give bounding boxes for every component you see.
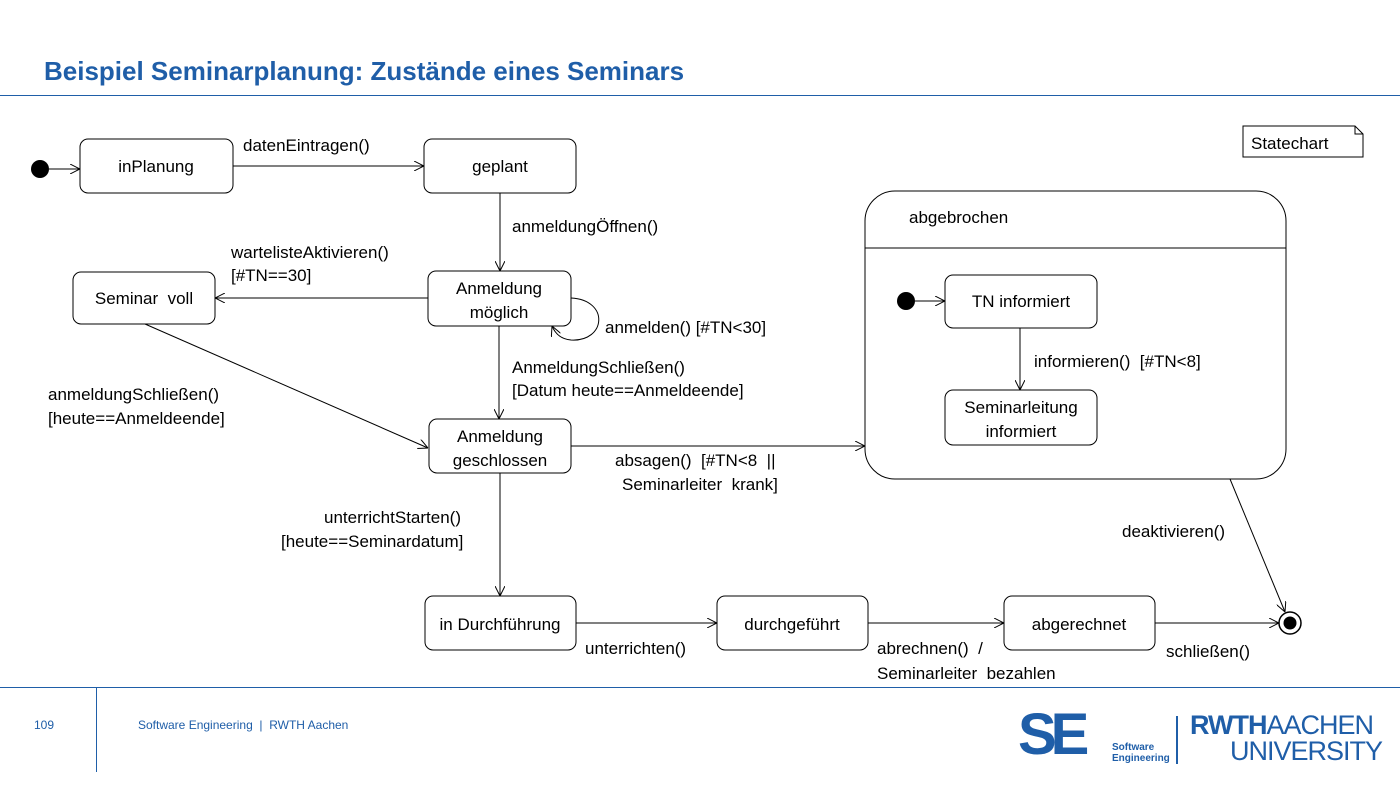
state-anmeldung-geschlossen-label-2: geschlossen	[453, 451, 548, 470]
state-abgebrochen-label: abgebrochen	[909, 208, 1008, 227]
state-anmeldung-moeglich-label-2: möglich	[470, 303, 529, 322]
transition-unterrichten-label: unterrichten()	[585, 639, 686, 658]
transition-anmeldung-oeffnen-label: anmeldungÖffnen()	[512, 217, 658, 236]
se-logo-sub-1: Software	[1112, 742, 1155, 753]
transition-deaktivieren-label: deaktivieren()	[1122, 522, 1225, 541]
state-geplant-label: geplant	[472, 157, 528, 176]
transition-anmeldung-schliessen-lower	[144, 323, 428, 448]
transition-anmelden-loop	[552, 297, 600, 341]
state-tn-informiert-label: TN informiert	[972, 292, 1071, 311]
footer-text: Software Engineering | RWTH Aachen	[138, 718, 349, 732]
state-tn-informiert	[944, 274, 1098, 329]
rwth-logo-rwth: RWTH	[1190, 710, 1267, 740]
statechart-note-label: Statechart	[1251, 134, 1329, 153]
state-anmeldung-geschlossen-label-1: Anmeldung	[457, 427, 543, 446]
transition-unterricht-starten-label-1: unterrichtStarten()	[324, 508, 461, 527]
statechart-diagram: Statechart inPlanung geplant datenEintra…	[31, 125, 1364, 683]
transition-abrechnen-label-2: Seminarleiter bezahlen	[877, 664, 1056, 683]
transition-deaktivieren	[1229, 478, 1285, 612]
transition-anmeldung-schliessen-lower-label-1: anmeldungSchließen()	[48, 385, 219, 404]
transition-absagen-label-2: Seminarleiter krank]	[622, 475, 778, 494]
footer-separator	[96, 688, 97, 772]
transition-anmelden-label: anmelden() [#TN<30]	[605, 318, 766, 337]
page-number: 109	[34, 718, 55, 732]
inner-initial-state-icon	[897, 292, 915, 310]
rwth-logo-university: UNIVERSITY	[1230, 736, 1383, 766]
page-title: Beispiel Seminarplanung: Zustände eines …	[44, 56, 685, 86]
transition-anmeldung-schliessen-upper-label-1: AnmeldungSchließen()	[512, 358, 685, 377]
state-abgerechnet-label: abgerechnet	[1032, 615, 1127, 634]
state-seminarleitung-label-2: informiert	[986, 422, 1057, 441]
se-logo-subtitle: Software Engineering	[1112, 742, 1170, 764]
se-logo-letters: SE	[1018, 702, 1089, 767]
state-seminar-voll-label: Seminar voll	[95, 289, 193, 308]
transition-informieren-label: informieren() [#TN<8]	[1034, 352, 1201, 371]
transition-schliessen-label: schließen()	[1166, 642, 1250, 661]
final-state-inner-icon	[1283, 616, 1297, 630]
state-in-durchfuehrung-label: in Durchführung	[440, 615, 561, 634]
transition-daten-eintragen-label: datenEintragen()	[243, 136, 370, 155]
transition-warteliste-label-2: [#TN==30]	[231, 266, 311, 285]
state-seminarleitung-informiert	[944, 389, 1098, 446]
statechart-note: Statechart	[1242, 125, 1364, 158]
state-seminarleitung-label-1: Seminarleitung	[964, 398, 1077, 417]
state-durchgefuehrt-label: durchgeführt	[744, 615, 840, 634]
transition-unterricht-starten-label-2: [heute==Seminardatum]	[281, 532, 463, 551]
transition-warteliste-label-1: wartelisteAktivieren()	[230, 243, 389, 262]
initial-state-icon	[31, 160, 49, 178]
title-divider	[0, 95, 1400, 96]
state-anmeldung-moeglich-label-1: Anmeldung	[456, 279, 542, 298]
footer-divider	[0, 687, 1400, 688]
logo-separator	[1176, 716, 1178, 764]
rwth-logo: RWTHAACHEN UNIVERSITY	[1190, 710, 1383, 766]
state-in-planung-label: inPlanung	[118, 157, 194, 176]
se-logo-sub-2: Engineering	[1112, 753, 1170, 764]
transition-abrechnen-label-1: abrechnen() /	[877, 639, 983, 658]
transition-absagen-label-1: absagen() [#TN<8 ||	[615, 451, 776, 470]
rwth-logo-aachen: AACHEN	[1266, 710, 1375, 740]
transition-anmeldung-schliessen-upper-label-2: [Datum heute==Anmeldeende]	[512, 381, 744, 400]
transition-anmeldung-schliessen-lower-label-2: [heute==Anmeldeende]	[48, 409, 225, 428]
